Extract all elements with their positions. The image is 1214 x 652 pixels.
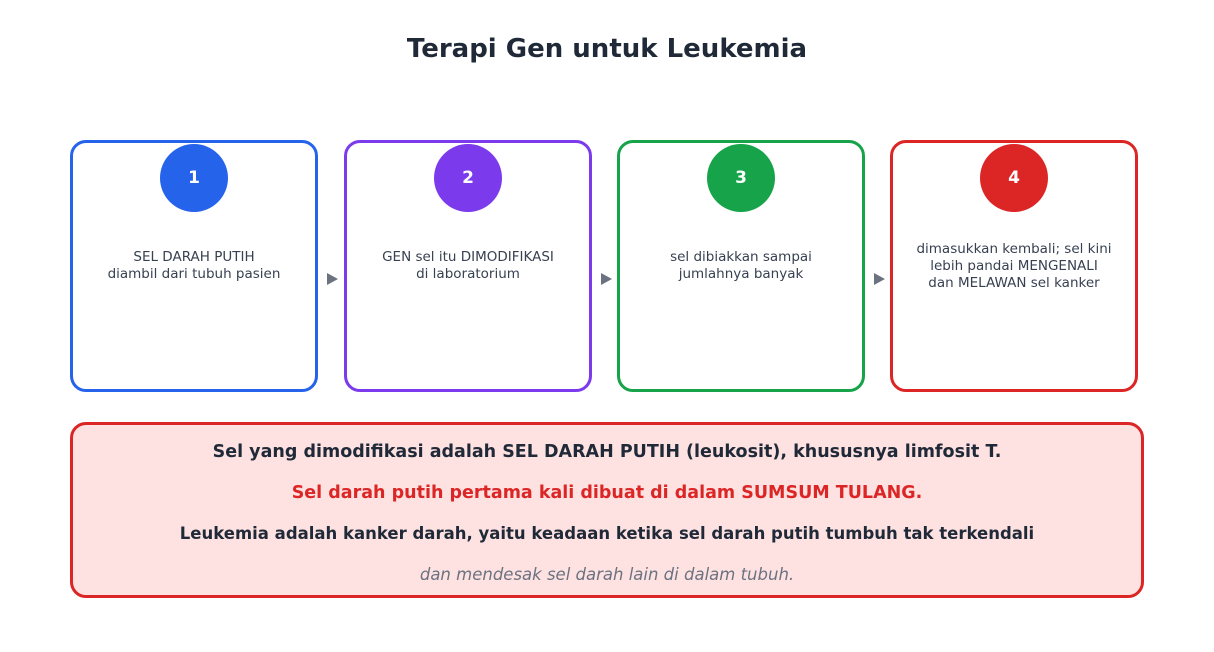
step-text-line: GEN sel itu DIMODIFIKASI [382, 249, 554, 265]
step-number-badge: 4 [980, 144, 1048, 212]
diagram-title: Terapi Gen untuk Leukemia [406, 34, 808, 64]
note-line-leukemia-continuation: dan mendesak sel darah lain di dalam tub… [419, 565, 795, 584]
step-card-3: 3 sel dibiakkan sampai jumlahnya banyak [617, 140, 865, 392]
arrow-right-icon [874, 273, 885, 285]
step-card-1: 1 SEL DARAH PUTIH diambil dari tubuh pas… [70, 140, 318, 392]
arrow-right-icon [601, 273, 612, 285]
step-description: sel dibiakkan sampai jumlahnya banyak [630, 143, 852, 389]
step-number-badge: 3 [707, 144, 775, 212]
note-line-leukocyte: Sel yang dimodifikasi adalah SEL DARAH P… [212, 442, 1002, 462]
step-text-line: dan MELAWAN sel kanker [928, 274, 1100, 291]
step-card-2: 2 GEN sel itu DIMODIFIKASI di laboratori… [344, 140, 592, 392]
step-text-line: jumlahnya banyak [678, 266, 804, 282]
step-text-line: sel dibiakkan sampai [670, 249, 812, 265]
step-card-4: 4 dimasukkan kembali; sel kini lebih pan… [890, 140, 1138, 392]
note-line-bone-marrow: Sel darah putih pertama kali dibuat di d… [291, 483, 923, 503]
step-text-line: SEL DARAH PUTIH [133, 249, 255, 265]
step-text-line: dimasukkan kembali; sel kini [916, 240, 1112, 257]
step-description: SEL DARAH PUTIH diambil dari tubuh pasie… [83, 143, 305, 389]
step-description: dimasukkan kembali; sel kini lebih panda… [903, 143, 1125, 389]
arrow-right-icon [327, 273, 338, 285]
step-text-line: lebih pandai MENGENALI [930, 257, 1098, 274]
step-number-badge: 1 [160, 144, 228, 212]
info-note-box: Sel yang dimodifikasi adalah SEL DARAH P… [70, 422, 1144, 598]
step-description: GEN sel itu DIMODIFIKASI di laboratorium [357, 143, 579, 389]
step-text-line: di laboratorium [416, 266, 520, 282]
note-line-leukemia-definition: Leukemia adalah kanker darah, yaitu kead… [179, 524, 1035, 543]
step-text-line: diambil dari tubuh pasien [107, 266, 281, 282]
step-number-badge: 2 [434, 144, 502, 212]
